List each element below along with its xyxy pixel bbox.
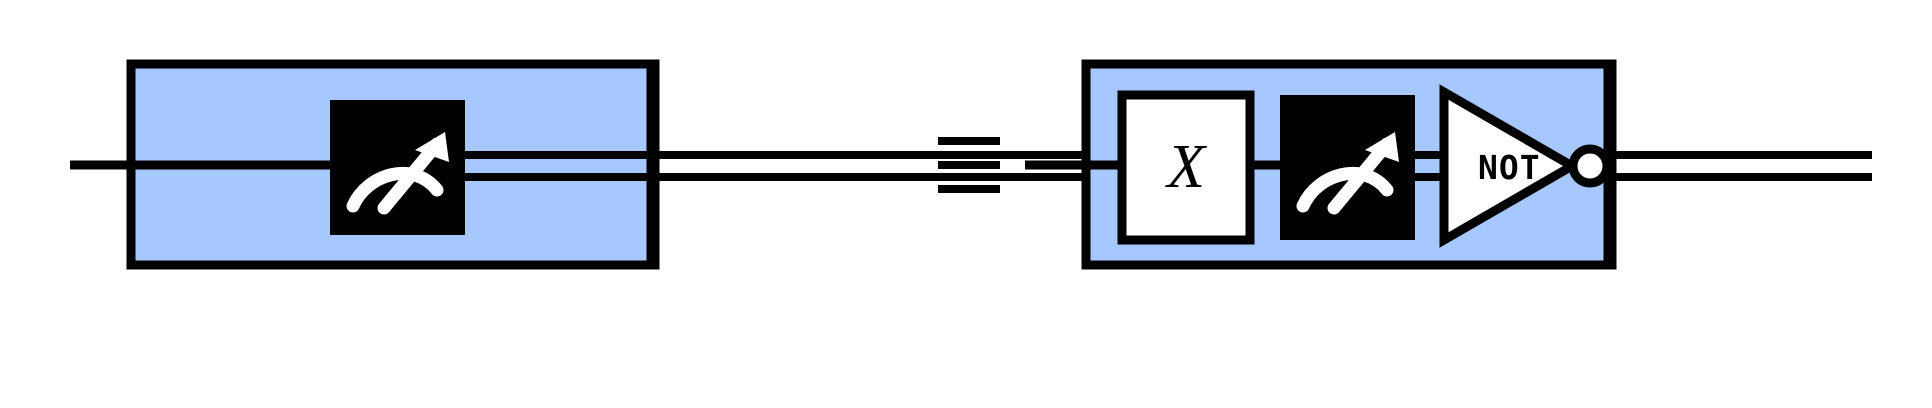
x-gate[interactable]: X (1117, 90, 1255, 245)
not-gate-label: NOT (1478, 148, 1541, 187)
inverter-triangle-icon (1439, 84, 1581, 248)
measure-gate-right[interactable] (1280, 95, 1415, 240)
measure-gate-left[interactable] (330, 100, 465, 235)
not-gate[interactable]: NOT (1439, 84, 1612, 248)
not-gate-bubble-icon (1568, 144, 1612, 188)
equivalence-operator (938, 137, 1000, 193)
right-circuit-group: X NOT (1025, 59, 1872, 270)
x-gate-label: X (1164, 133, 1207, 201)
